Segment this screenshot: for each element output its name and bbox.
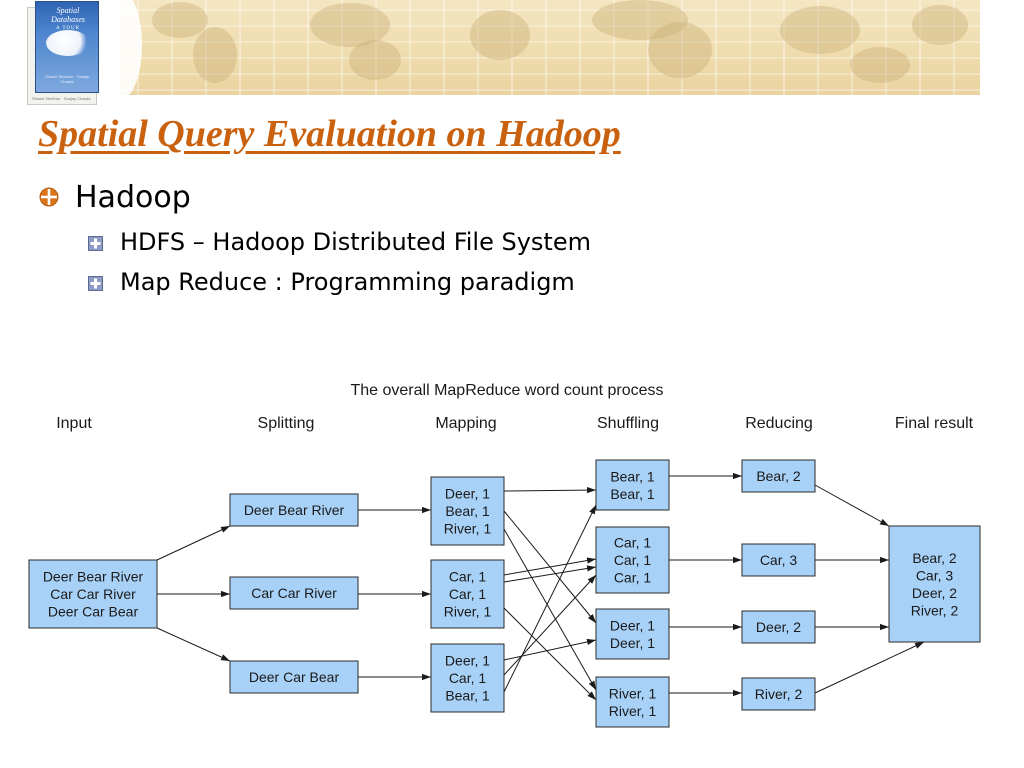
map-box-line: River, 1: [444, 604, 492, 620]
slide-title: Spatial Query Evaluation on Hadoop: [38, 113, 621, 155]
reduce-box-line: Deer, 2: [756, 619, 801, 635]
shuffle-box-line: Car, 1: [614, 552, 652, 568]
flow-arrow: [503, 528, 597, 691]
shuffle-box: Deer, 1 Deer, 1: [595, 608, 670, 660]
shuffle-box-line: Bear, 1: [610, 486, 655, 502]
stage-label-input: Input: [56, 415, 92, 432]
shuffle-box-line: Deer, 1: [610, 617, 655, 633]
stage-label-splitting: Splitting: [258, 415, 315, 432]
split-box: Deer Bear River: [229, 493, 359, 527]
cloud-image: [46, 30, 90, 56]
shuffle-box-line: River, 1: [609, 703, 657, 719]
reduce-box: River, 2: [741, 677, 816, 711]
header-banner: [120, 0, 980, 95]
final-result-box-line: Deer, 2: [912, 585, 957, 601]
shuffle-box: River, 1 River, 1: [595, 676, 670, 728]
sub-bullet-icon: [88, 236, 103, 251]
shuffle-box-line: Car, 1: [614, 535, 652, 551]
book-cover-logo: Shashi Shekhar · Sanjay Chawla Spatial D…: [27, 1, 99, 105]
world-map-banner: [120, 0, 980, 95]
shuffle-box-line: Car, 1: [614, 570, 652, 586]
map-box-line: River, 1: [444, 521, 492, 537]
flow-arrow: [503, 574, 597, 676]
stage-label-mapping: Mapping: [435, 415, 496, 432]
input-box-line: Deer Bear River: [43, 569, 144, 585]
final-result-box-line: Bear, 2: [912, 550, 957, 566]
reduce-box: Deer, 2: [741, 610, 816, 644]
map-box-line: Car, 1: [449, 586, 487, 602]
flow-arrow: [503, 504, 597, 693]
split-box-line: Car Car River: [251, 585, 337, 601]
final-result-box-line: River, 2: [911, 602, 959, 618]
flow-arrow: [503, 486, 597, 494]
flow-arrow: [814, 484, 890, 527]
book-title: Spatial Databases A TOUR: [39, 6, 97, 33]
bullet-hadoop: Hadoop: [75, 180, 191, 215]
split-box: Deer Car Bear: [229, 660, 359, 694]
map-box-line: Deer, 1: [445, 653, 490, 669]
flow-arrow: [814, 641, 925, 694]
stage-label-shuffling: Shuffling: [597, 415, 659, 432]
flow-arrow: [503, 565, 597, 583]
shuffle-box-line: Bear, 1: [610, 468, 655, 484]
reduce-box: Bear, 2: [741, 459, 816, 493]
shuffle-box: Bear, 1 Bear, 1: [595, 459, 670, 511]
book-back-authors: Shashi Shekhar · Sanjay Chawla: [32, 96, 91, 101]
sub-bullet-icon: [88, 276, 103, 291]
bullet-hdfs: HDFS – Hadoop Distributed File System: [120, 228, 591, 256]
flow-arrow: [156, 525, 231, 561]
reduce-box-line: Bear, 2: [756, 468, 801, 484]
flow-arrow: [503, 638, 597, 661]
final-result-box-line: Car, 3: [916, 567, 954, 583]
map-box-line: Car, 1: [449, 569, 487, 585]
map-box-line: Deer, 1: [445, 486, 490, 502]
shuffle-box-line: River, 1: [609, 685, 657, 701]
book-title-text: Spatial Databases: [51, 6, 85, 24]
reduce-box-line: Car, 3: [760, 552, 798, 568]
shuffle-box-line: Deer, 1: [610, 635, 655, 651]
split-box-line: Deer Bear River: [244, 502, 345, 518]
map-box-line: Bear, 1: [445, 503, 490, 519]
flow-arrow: [156, 627, 231, 662]
map-box-line: Car, 1: [449, 670, 487, 686]
map-box-line: Bear, 1: [445, 688, 490, 704]
flow-arrow: [503, 607, 597, 701]
input-box-line: Deer Car Bear: [48, 604, 139, 620]
orange-bullet-icon: [39, 187, 59, 207]
reduce-box: Car, 3: [741, 543, 816, 577]
input-box-line: Car Car River: [50, 586, 136, 602]
flow-arrow: [503, 557, 597, 576]
book-subtitle: A TOUR: [55, 26, 80, 31]
split-box: Car Car River: [229, 576, 359, 610]
reduce-box-line: River, 2: [755, 686, 803, 702]
stage-label-final-result: Final result: [895, 415, 974, 432]
book-authors: Shashi Shekhar · Sanjay Chawla: [44, 74, 90, 84]
stage-label-reducing: Reducing: [745, 415, 813, 432]
book-front-cover: Spatial Databases A TOUR Shashi Shekhar …: [35, 1, 99, 93]
split-box-line: Deer Car Bear: [249, 669, 340, 685]
diagram-caption: The overall MapReduce word count process: [350, 382, 663, 399]
bullet-mapreduce: Map Reduce : Programming paradigm: [120, 268, 575, 296]
